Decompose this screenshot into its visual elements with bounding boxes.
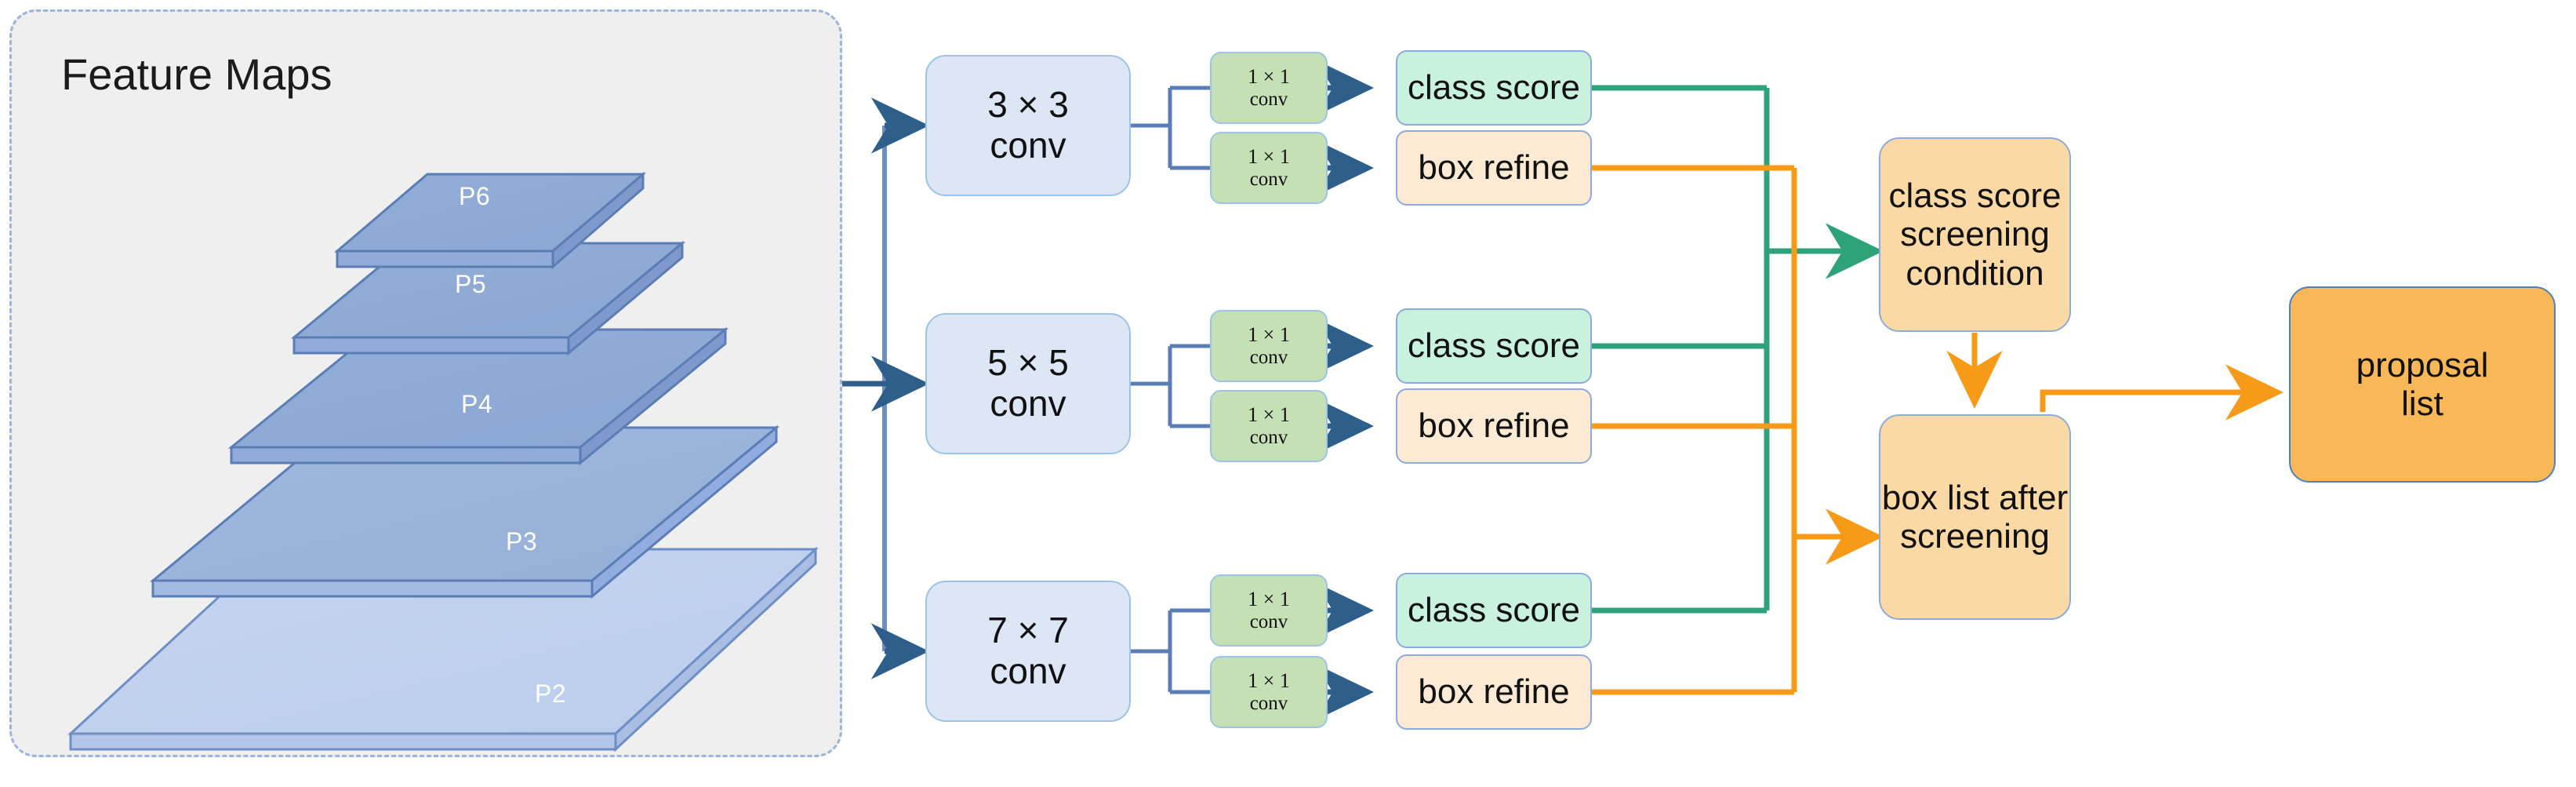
class-score-output-b3[interactable]: class score [1396, 573, 1592, 648]
arrow-box-list-to-proposal-list [2040, 364, 2284, 421]
conv-1x1-box-b1[interactable]: 1 × 1 conv [1210, 132, 1328, 204]
conv-1x1-kernel-label: 1 × 1 [1248, 403, 1290, 427]
conv-1x1-class-b2[interactable]: 1 × 1 conv [1210, 310, 1328, 382]
box-refine-output-b1[interactable]: box refine [1396, 130, 1592, 206]
conv-1x1-kernel-label: 1 × 1 [1248, 323, 1290, 347]
feature-map-label-p5: P5 [455, 270, 487, 298]
class-score-screening-condition[interactable]: class score screening condition [1879, 137, 2071, 332]
conv-1x1-op-label: conv [1249, 692, 1288, 714]
conv-1x1-op-label: conv [1249, 610, 1288, 632]
conv-1x1-box-b3[interactable]: 1 × 1 conv [1210, 656, 1328, 728]
feature-map-label-p4: P4 [461, 390, 493, 418]
conv-7x7-op-label: conv [990, 650, 1066, 691]
class-score-output-b2[interactable]: class score [1396, 308, 1592, 384]
conv-1x1-kernel-label: 1 × 1 [1248, 145, 1290, 169]
conv-1x1-box-b2[interactable]: 1 × 1 conv [1210, 390, 1328, 462]
conv-1x1-op-label: conv [1249, 346, 1288, 368]
conv-1x1-kernel-label: 1 × 1 [1248, 588, 1290, 611]
conv-3x3-op-label: conv [990, 125, 1066, 166]
conv-block-7x7[interactable]: 7 × 7 conv [925, 581, 1131, 722]
conv-1x1-kernel-label: 1 × 1 [1248, 669, 1290, 693]
conv-5x5-op-label: conv [990, 383, 1066, 424]
conv-block-3x3[interactable]: 3 × 3 conv [925, 55, 1131, 196]
conv-7x7-kernel-label: 7 × 7 [987, 610, 1069, 651]
conv-1x1-op-label: conv [1249, 88, 1288, 110]
conv-5x5-kernel-label: 5 × 5 [987, 342, 1069, 384]
feature-map-label-p2: P2 [535, 680, 567, 708]
proposal-list-output[interactable]: proposal list [2289, 286, 2556, 483]
class-score-output-b1[interactable]: class score [1396, 50, 1592, 126]
feature-map-slab-p4 [227, 326, 729, 466]
conv-1x1-class-b1[interactable]: 1 × 1 conv [1210, 52, 1328, 124]
feature-map-slab-p3 [149, 424, 780, 599]
box-list-after-screening[interactable]: box list after screening [1879, 414, 2071, 620]
conv-block-5x5[interactable]: 5 × 5 conv [925, 313, 1131, 454]
feature-maps-title: Feature Maps [61, 49, 332, 99]
feature-map-label-p3: P3 [506, 527, 538, 556]
conv-1x1-op-label: conv [1249, 426, 1288, 448]
conv-1x1-class-b3[interactable]: 1 × 1 conv [1210, 574, 1328, 647]
feature-map-slab-p6 [333, 171, 647, 270]
feature-map-label-p6: P6 [459, 182, 491, 210]
box-refine-output-b3[interactable]: box refine [1396, 654, 1592, 730]
box-refine-output-b2[interactable]: box refine [1396, 388, 1592, 464]
conv-1x1-op-label: conv [1249, 168, 1288, 190]
conv-1x1-kernel-label: 1 × 1 [1248, 65, 1290, 89]
conv-3x3-kernel-label: 3 × 3 [987, 84, 1069, 126]
